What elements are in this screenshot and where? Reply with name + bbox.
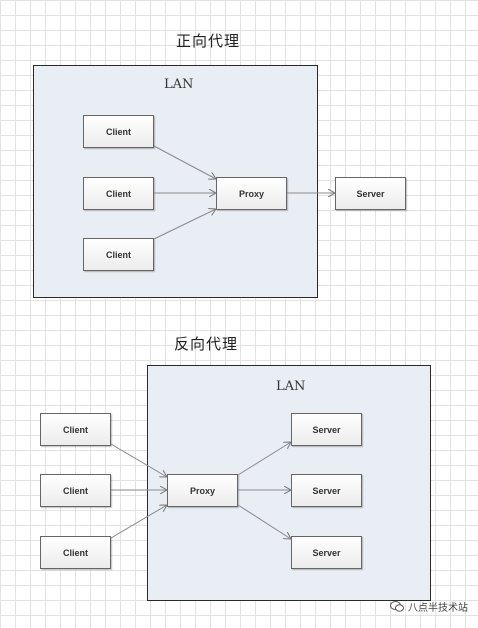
reverse-client-1: Client [40,413,111,446]
watermark-text: 八点半技术站 [408,603,468,614]
forward-client-1: Client [83,115,154,148]
forward-client-3: Client [83,238,154,271]
forward-server: Server [335,177,406,210]
forward-proxy: Proxy [216,177,287,210]
reverse-client-3: Client [40,536,111,569]
wechat-icon [390,601,404,612]
forward-client-2: Client [83,177,154,210]
reverse-server-1: Server [291,413,362,446]
forward-proxy-title: 正向代理 [176,32,241,50]
watermark: 八点半技术站 [390,599,468,614]
reverse-server-2: Server [291,474,362,507]
reverse-proxy-title: 反向代理 [174,335,239,353]
reverse-lan-label: LAN [276,379,306,394]
forward-lan-label: LAN [164,77,194,92]
reverse-client-2: Client [40,474,111,507]
reverse-proxy: Proxy [167,474,238,507]
reverse-server-3: Server [291,536,362,569]
